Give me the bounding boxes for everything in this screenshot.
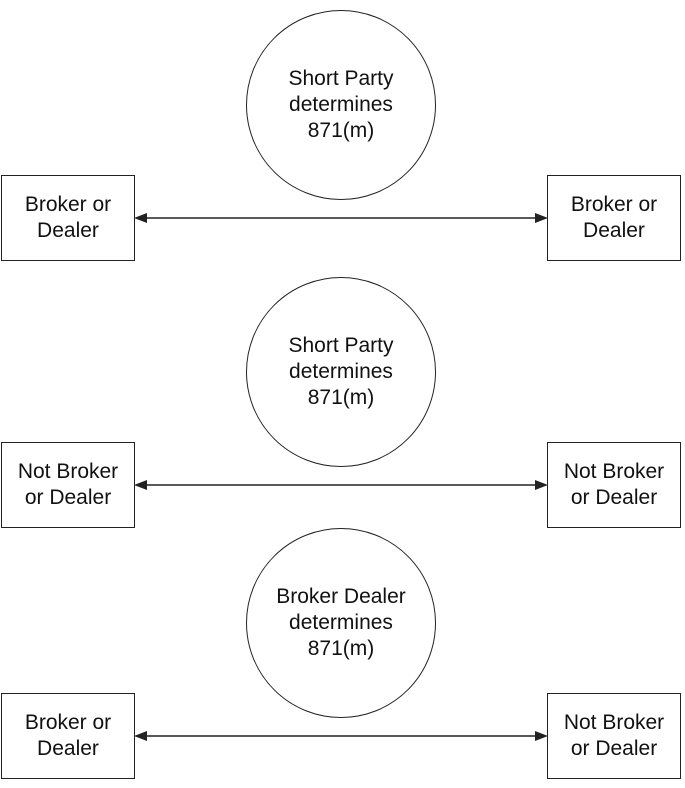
- left-party-box: Broker or Dealer: [1, 693, 135, 779]
- determiner-label: Broker Dealer determines 871(m): [276, 585, 406, 660]
- determiner-circle: Broker Dealer determines 871(m): [246, 528, 436, 718]
- determiner-circle: Short Party determines 871(m): [246, 277, 436, 467]
- right-party-box: Not Broker or Dealer: [547, 442, 681, 528]
- panel-1: Short Party determines 871(m) Broker or …: [0, 10, 685, 270]
- left-party-label: Not Broker or Dealer: [17, 460, 119, 509]
- left-party-box: Broker or Dealer: [1, 175, 135, 261]
- left-party-label: Broker or Dealer: [24, 193, 112, 242]
- double-arrow: [134, 213, 548, 223]
- determiner-label: Short Party determines 871(m): [288, 67, 394, 142]
- left-party-box: Not Broker or Dealer: [1, 442, 135, 528]
- left-party-label: Broker or Dealer: [24, 711, 112, 760]
- determiner-label: Short Party determines 871(m): [288, 334, 394, 409]
- right-party-label: Not Broker or Dealer: [563, 711, 665, 760]
- right-party-label: Not Broker or Dealer: [563, 460, 665, 509]
- determiner-circle: Short Party determines 871(m): [246, 10, 436, 200]
- panel-2: Short Party determines 871(m) Not Broker…: [0, 277, 685, 537]
- right-party-box: Not Broker or Dealer: [547, 693, 681, 779]
- panel-3: Broker Dealer determines 871(m) Broker o…: [0, 528, 685, 788]
- double-arrow: [134, 731, 548, 741]
- right-party-box: Broker or Dealer: [547, 175, 681, 261]
- right-party-label: Broker or Dealer: [570, 193, 658, 242]
- double-arrow: [134, 480, 548, 490]
